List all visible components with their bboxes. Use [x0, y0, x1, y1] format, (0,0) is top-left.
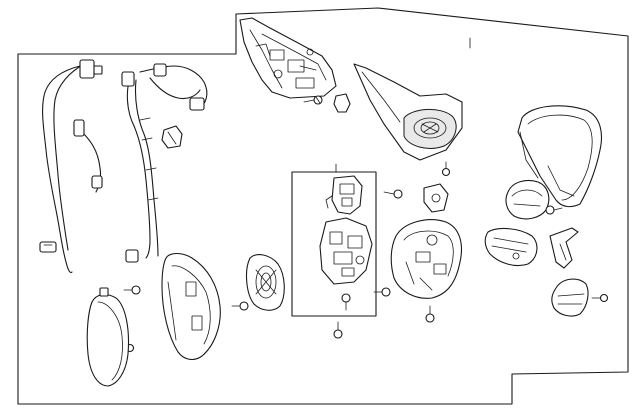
- mirror-housing: [390, 219, 463, 299]
- actuator-group-box: [291, 171, 377, 317]
- mirror-glass: [86, 287, 130, 387]
- lamp-bulb-socket: [551, 278, 609, 317]
- mirror-mount-bracket: [239, 17, 337, 99]
- wiring-harness-left: [39, 59, 103, 274]
- turn-signal-lens: [505, 179, 550, 220]
- bracket-clip: [423, 183, 449, 213]
- mount-nut: [333, 93, 351, 113]
- actuator-motor: [319, 217, 373, 285]
- glass-motor-plate: [245, 254, 285, 311]
- actuator-screw: [341, 293, 351, 311]
- harness-clip: [161, 125, 183, 149]
- mirror-cover-cap: [517, 105, 603, 208]
- diagram-boundary: [17, 7, 629, 405]
- wiring-harness-right: [121, 63, 208, 263]
- mount-screw: [303, 95, 323, 105]
- mirror-base-cover: [353, 63, 463, 161]
- glass-backing-frame: [161, 252, 221, 361]
- puddle-lamp: [549, 227, 579, 269]
- fastener-bolt-right: [545, 205, 563, 215]
- power-actuator-assembly: [325, 175, 363, 215]
- side-marker-lamp: [484, 227, 538, 267]
